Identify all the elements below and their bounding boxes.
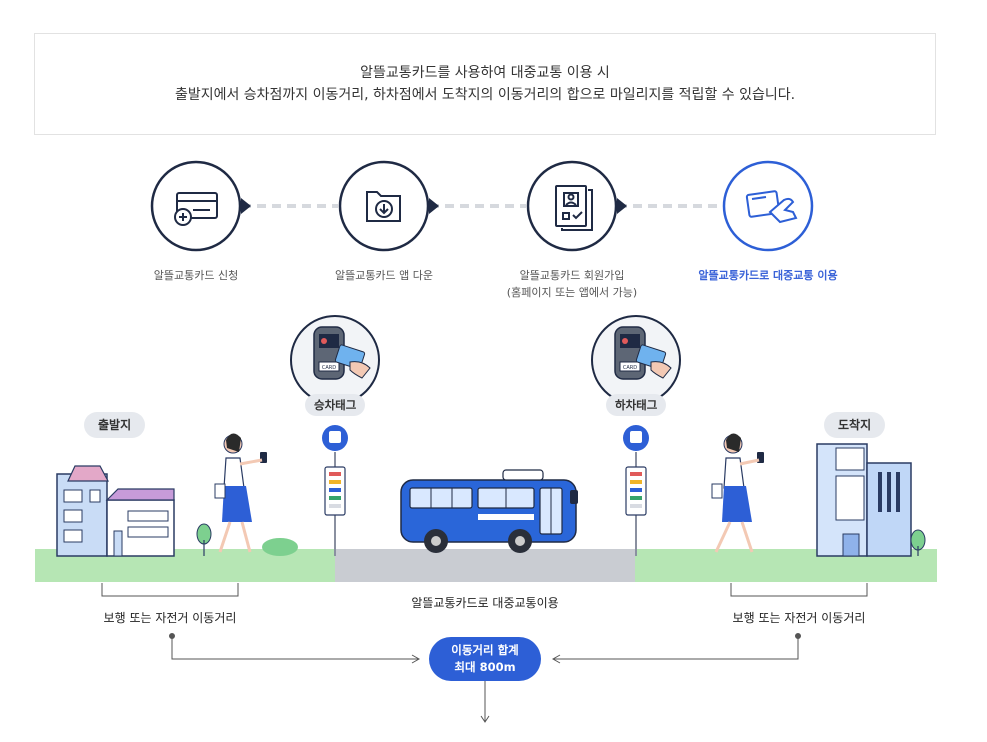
board-tag-label: 승차태그: [305, 394, 366, 416]
flow-arrows: [169, 633, 801, 723]
step-circle-1: [150, 160, 251, 252]
step-circle-4: [722, 160, 814, 252]
bracket-right: [730, 583, 868, 597]
origin-label: 출발지: [84, 412, 146, 438]
road: [335, 549, 635, 582]
intro-box: 알뜰교통카드를 사용하여 대중교통 이용 시 출발지에서 승차점까지 이동거리,…: [34, 33, 936, 135]
intro-line-2: 출발지에서 승차점까지 이동거리, 하차점에서 도착지의 이동거리의 합으로 마…: [174, 87, 796, 103]
intro-line-1: 알뜰교통카드를 사용하여 대중교통 이용 시: [360, 65, 610, 81]
step-label-3-main: 알뜰교통카드 회원가입: [519, 269, 625, 282]
step-label-2: 알뜰교통카드 앱 다운: [334, 269, 434, 282]
member-join-icon: [555, 185, 593, 231]
walk-distance-right: 보행 또는 자전거 이동거리: [732, 611, 866, 625]
step-circle-3: [526, 160, 627, 252]
bus-stop-left: [322, 425, 348, 556]
app-download-icon: [366, 191, 401, 222]
tree-left: [196, 523, 298, 556]
walk-distance-left: 보행 또는 자전거 이동거리: [103, 611, 237, 625]
bus: [400, 469, 578, 553]
transit-label: 알뜰교통카드로 대중교통이용: [411, 596, 559, 610]
step-label-3: 알뜰교통카드 회원가입 (홈페이지 또는 앱에서 가능): [472, 267, 672, 301]
card-use-icon: [745, 190, 798, 224]
destination-label: 도착지: [824, 412, 886, 438]
walker-left: [214, 433, 267, 553]
walker-right: [711, 433, 764, 553]
reader-card-label-right: CARD: [623, 365, 637, 371]
total-distance-title: 이동거리 합계: [451, 643, 519, 657]
bus-stop-right: [623, 425, 649, 556]
step-label-4: 알뜰교통카드로 대중교통 이용: [698, 269, 838, 282]
reader-card-label-left: CARD: [322, 365, 336, 371]
step-label-1: 알뜰교통카드 신청: [153, 269, 239, 282]
card-reader-alight: CARD: [591, 315, 681, 405]
origin-building: [56, 465, 175, 557]
destination-building: [816, 443, 926, 557]
card-apply-icon: [174, 192, 218, 226]
total-distance-value: 최대 800m: [454, 660, 516, 674]
step-label-3-sub: (홈페이지 또는 앱에서 가능): [506, 286, 638, 299]
alight-tag-label: 하차태그: [606, 394, 667, 416]
bracket-left: [101, 583, 239, 597]
card-reader-board: CARD: [290, 315, 380, 405]
step-circle-2: [338, 160, 439, 252]
total-distance-badge: 이동거리 합계 최대 800m: [429, 637, 541, 681]
